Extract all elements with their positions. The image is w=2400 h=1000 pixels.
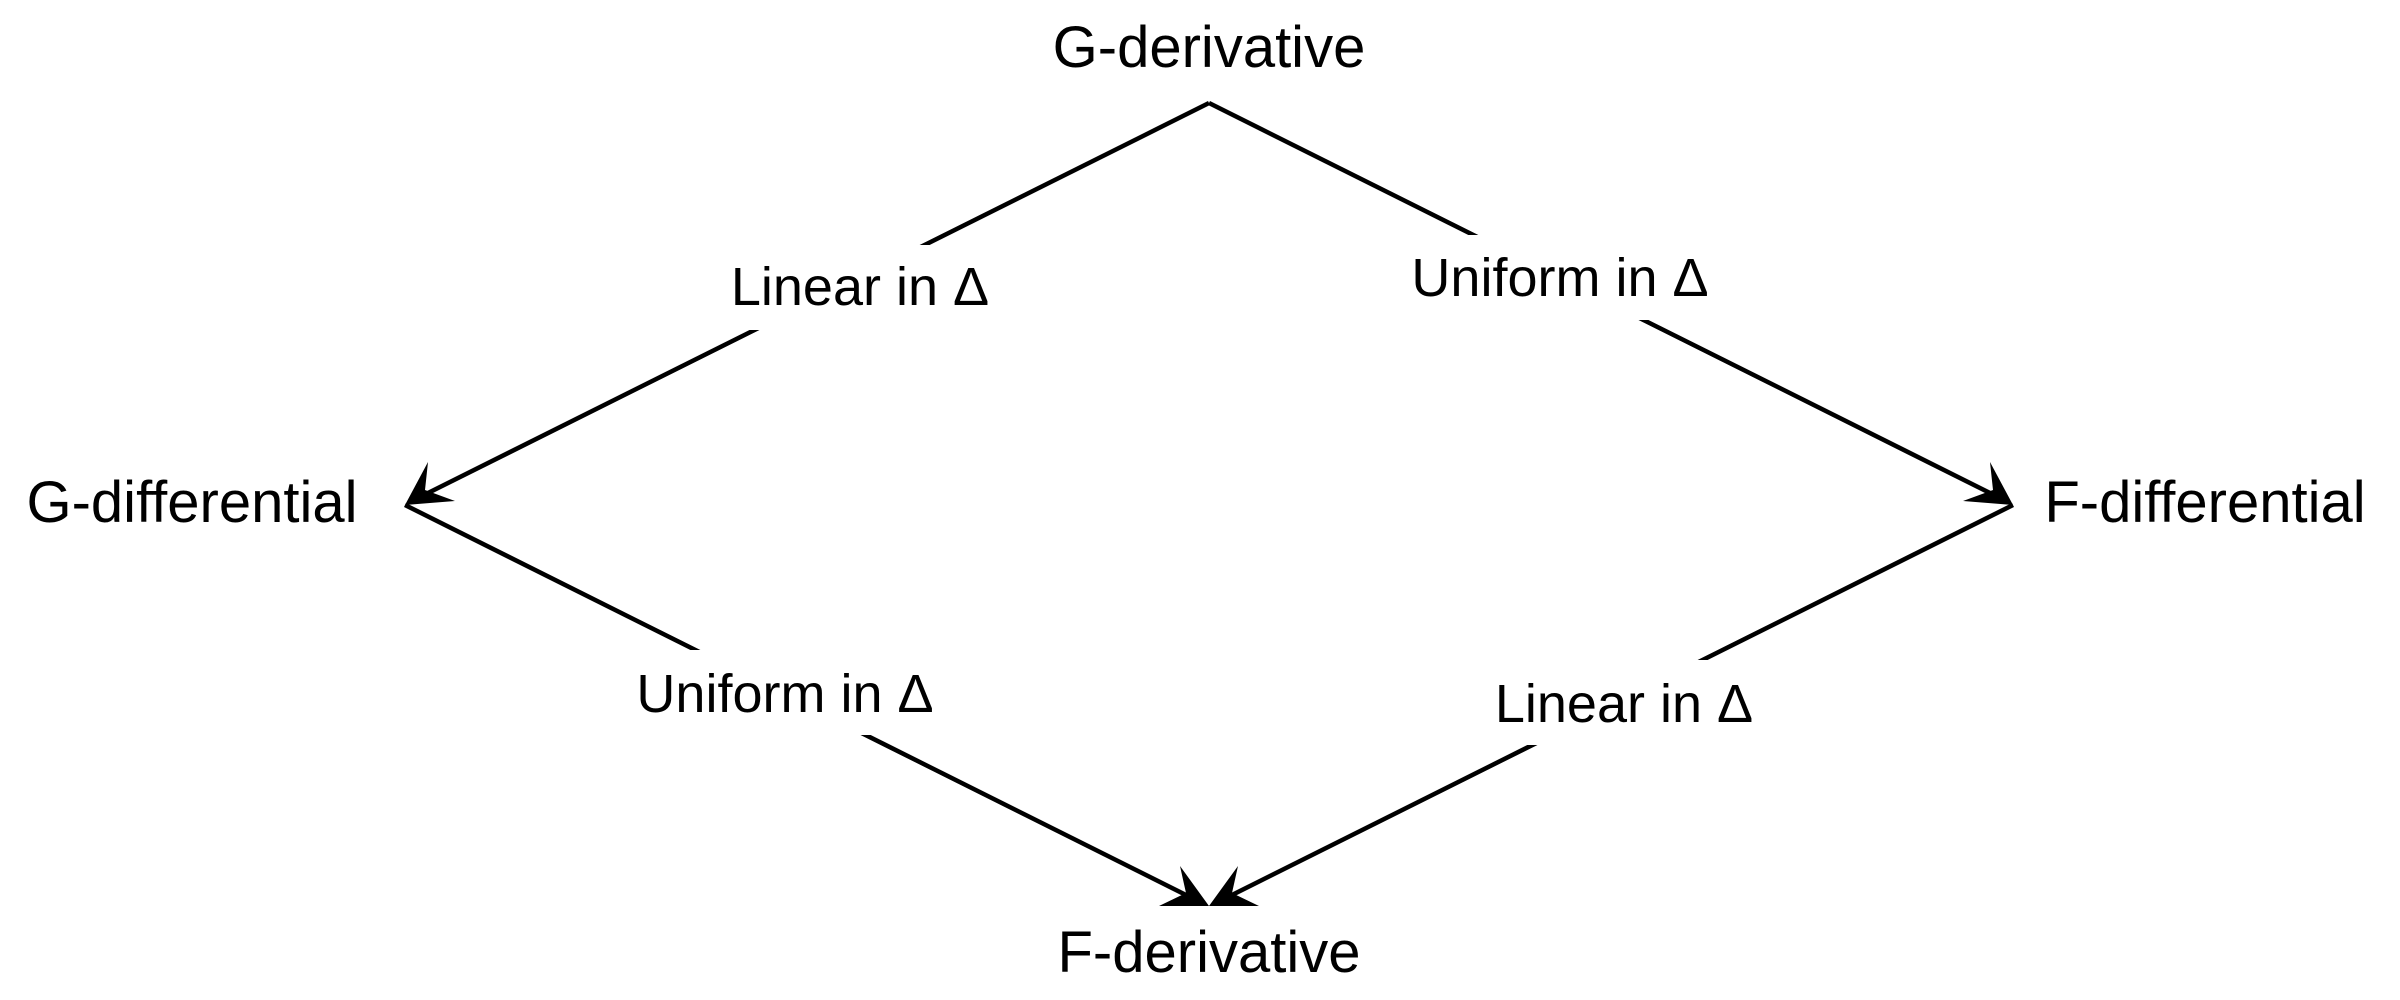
edge-label-text: Linear in bbox=[1495, 674, 1717, 734]
edge-label-uniform-top-right: Uniform in Δ bbox=[1411, 248, 1708, 308]
edge-label-linear-top-left: Linear in Δ bbox=[731, 257, 989, 317]
edge-label-text: Linear in bbox=[731, 257, 953, 317]
node-f-derivative: F-derivative bbox=[1058, 920, 1361, 985]
delta-symbol: Δ bbox=[1717, 674, 1753, 734]
delta-symbol: Δ bbox=[1672, 248, 1708, 308]
arrowhead-icon bbox=[405, 462, 455, 505]
edge-label-text: Uniform in bbox=[1411, 248, 1672, 308]
edge-label-uniform-bottom-left: Uniform in Δ bbox=[636, 664, 933, 724]
delta-symbol: Δ bbox=[897, 664, 933, 724]
node-f-differential: F-differential bbox=[2044, 470, 2365, 535]
edge-label-text: Uniform in bbox=[636, 664, 897, 724]
node-g-differential: G-differential bbox=[27, 470, 358, 535]
edge-label-linear-bottom-right: Linear in Δ bbox=[1495, 674, 1753, 734]
node-g-derivative: G-derivative bbox=[1053, 15, 1366, 80]
arrowhead-icon bbox=[1159, 866, 1209, 906]
edge-label-mask bbox=[700, 245, 1020, 330]
edge-label-mask bbox=[1465, 660, 1785, 745]
delta-symbol: Δ bbox=[953, 257, 989, 317]
edge-label-mask bbox=[1390, 235, 1730, 320]
arrowhead-icon bbox=[1209, 866, 1259, 906]
arrowhead-icon bbox=[1963, 462, 2013, 505]
edge-label-mask bbox=[615, 650, 955, 735]
